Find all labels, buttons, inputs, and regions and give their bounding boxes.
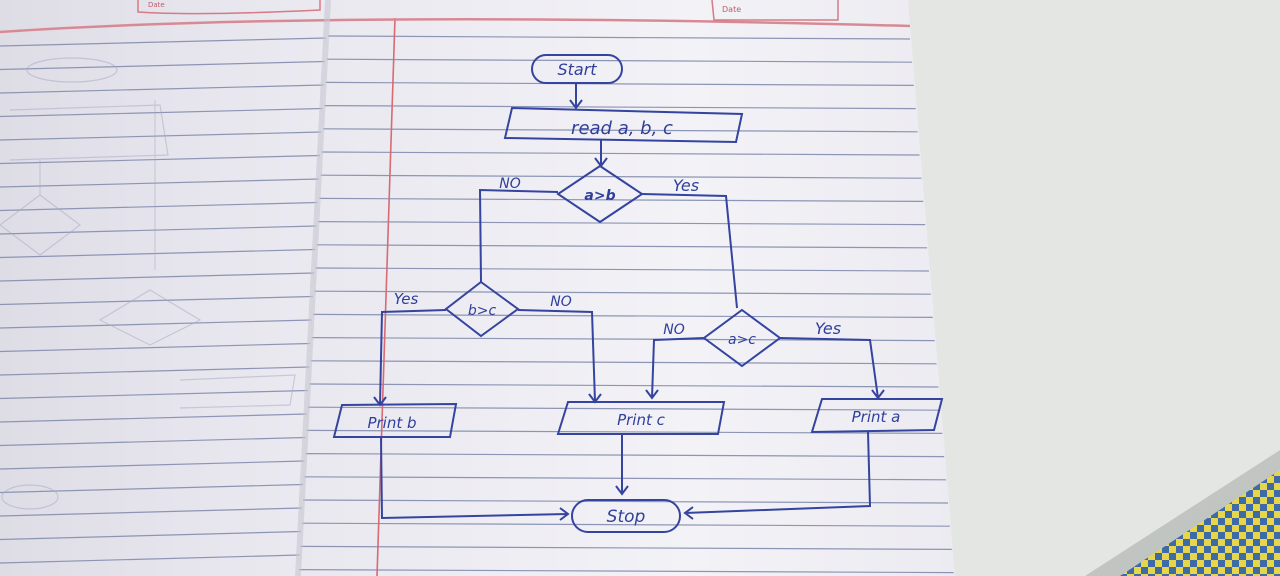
rule-line <box>0 507 303 517</box>
rule-line <box>0 84 324 94</box>
right-page <box>298 0 955 576</box>
arrow-printa-stop <box>683 431 872 520</box>
decision-a-gt-b <box>556 164 644 224</box>
arrow-start-input <box>569 83 583 110</box>
decision-a-gt-b-label: a>b <box>584 188 615 204</box>
date-box-left: Date <box>137 0 321 15</box>
rule-line <box>0 178 319 188</box>
rule-line <box>302 499 949 504</box>
rule-line <box>0 295 313 306</box>
print-b-box <box>332 402 458 438</box>
rule-line <box>325 81 914 86</box>
rule-line <box>309 383 939 388</box>
cloth-pattern <box>1120 470 1280 576</box>
rule-line <box>299 568 954 574</box>
header-line <box>0 18 911 34</box>
rule-line <box>324 105 916 110</box>
rule-line <box>0 483 304 494</box>
rule-line <box>0 436 306 447</box>
decision-b-gt-c <box>444 280 520 338</box>
arrow-printb-stop <box>380 436 570 521</box>
date-label-left: Date <box>148 1 165 9</box>
start-label: Start <box>557 60 597 79</box>
rule-line <box>0 248 316 259</box>
label-yes-ab: Yes <box>673 176 699 195</box>
rule-line <box>327 35 911 40</box>
input-label: read a, b, c <box>571 118 673 139</box>
branch-no-ac <box>645 337 705 400</box>
rule-line <box>322 128 918 133</box>
rule-line <box>0 201 318 212</box>
rule-line <box>0 554 300 564</box>
ruled-lines <box>0 35 954 574</box>
rule-line <box>0 37 327 47</box>
rule-line <box>0 154 321 165</box>
spine <box>295 0 331 576</box>
print-a-label: Print a <box>852 408 901 426</box>
rule-line <box>315 267 930 272</box>
decision-b-gt-c-label: b>c <box>468 303 497 319</box>
label-yes-bc: Yes <box>394 290 419 308</box>
underlying-page <box>905 0 1280 576</box>
margin-line <box>376 17 396 576</box>
rule-line <box>0 342 311 353</box>
label-no-ab: NO <box>499 176 521 192</box>
rule-line <box>304 476 947 481</box>
rule-line <box>307 406 941 411</box>
branch-yes-ab <box>641 193 738 309</box>
rule-line <box>312 313 933 318</box>
rule-line <box>0 319 312 329</box>
print-a-box <box>810 398 944 434</box>
bleed-through-writing <box>0 57 296 510</box>
label-no-bc: NO <box>550 294 572 310</box>
left-page <box>0 0 328 576</box>
rule-line <box>0 131 322 141</box>
date-label-right: Date <box>722 5 741 14</box>
label-no-ac: NO <box>663 322 685 338</box>
stop-label: Stop <box>607 507 646 527</box>
input-box <box>503 106 744 144</box>
rule-line <box>320 174 922 179</box>
rule-line <box>0 389 309 400</box>
decision-a-gt-c <box>702 308 782 368</box>
print-c-label: Print c <box>617 411 666 429</box>
rule-line <box>0 413 307 423</box>
rule-line <box>314 290 931 295</box>
rule-line <box>0 225 317 235</box>
arrow-printc-stop <box>615 434 629 496</box>
decision-a-gt-c-label: a>c <box>728 332 756 348</box>
print-b-label: Print b <box>367 414 416 432</box>
rule-line <box>0 272 315 282</box>
rule-line <box>319 197 924 202</box>
flowchart: Start read a, b, c a>b NO Yes b>c Yes NO… <box>332 54 944 533</box>
rule-line <box>301 522 950 527</box>
label-yes-ac: Yes <box>815 319 841 338</box>
rule-line <box>306 429 943 434</box>
date-box-right: Date <box>711 0 839 21</box>
rule-line <box>305 453 945 458</box>
rule-line <box>316 244 928 249</box>
stop-terminator <box>571 499 681 533</box>
rule-line <box>0 460 305 470</box>
rule-line <box>0 60 325 71</box>
rule-line <box>300 545 952 551</box>
rule-line <box>0 530 301 541</box>
rule-line <box>321 151 920 156</box>
print-c-box <box>556 401 726 435</box>
branch-no-ab <box>478 188 559 283</box>
rule-line <box>310 360 937 365</box>
rule-line <box>0 366 310 376</box>
rule-line <box>317 221 926 226</box>
